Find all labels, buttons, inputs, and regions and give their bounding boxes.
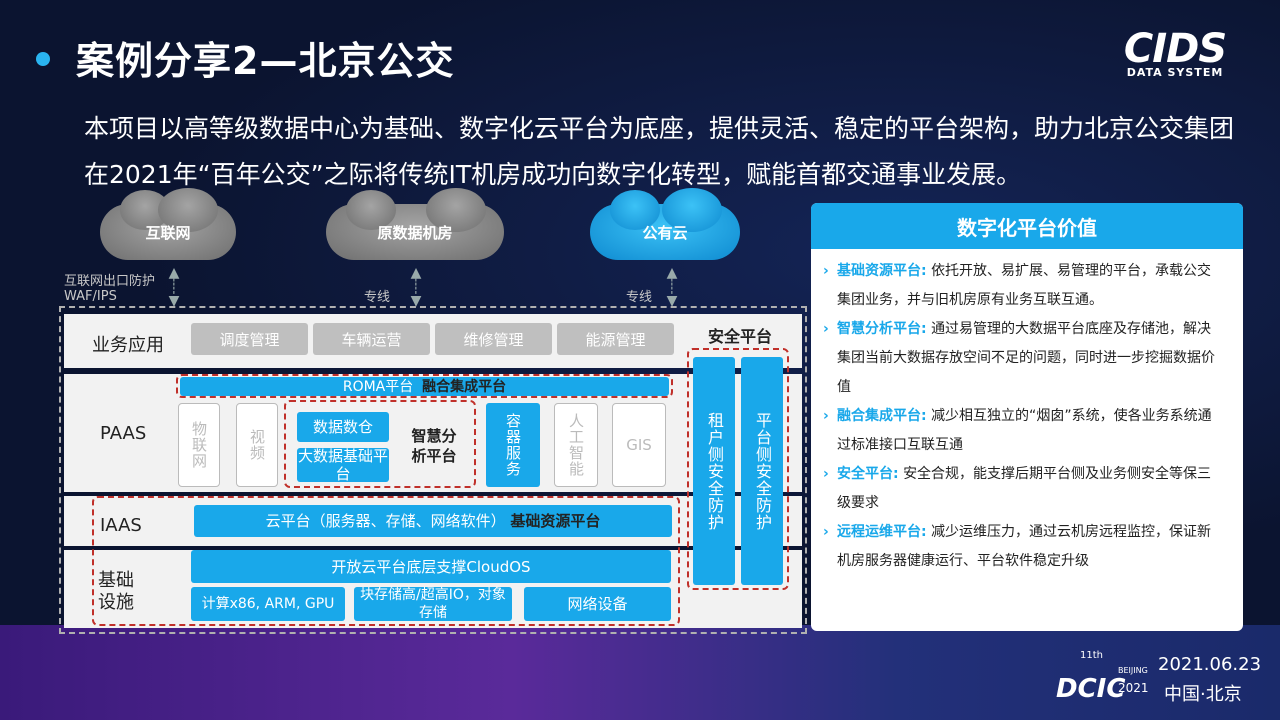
infra-storage: 块存储高/超高IO，对象存储 bbox=[354, 587, 512, 621]
double-arrow-icon: ▲┊▼ bbox=[168, 265, 180, 309]
value-item: 融合集成平台: 减少相互独立的“烟囱”系统，使各业务系统通过标准接口互联互通 bbox=[823, 402, 1225, 460]
biz-app-maintenance: 维修管理 bbox=[435, 323, 552, 355]
row-label-biz: 业务应用 bbox=[92, 335, 164, 356]
security-platform: 平台侧安全防护 bbox=[741, 357, 783, 585]
value-item: 安全平台: 安全合规，能支撑后期平台侧及业务侧安全等保三级要求 bbox=[823, 460, 1225, 518]
row-label-paas: PAAS bbox=[100, 423, 147, 444]
footer-band bbox=[0, 625, 1280, 720]
biz-app-energy: 能源管理 bbox=[557, 323, 674, 355]
iaas-cloud-platform: 云平台（服务器、存储、网络软件） 基础资源平台 bbox=[194, 505, 672, 537]
footer-date: 2021.06.23 bbox=[1158, 654, 1262, 675]
value-item: 远程运维平台: 减少运维压力，通过云机房远程监控，保证新机房服务器健康运行、平台… bbox=[823, 518, 1225, 576]
biz-app-dispatch: 调度管理 bbox=[191, 323, 308, 355]
double-arrow-icon: ▲┊▼ bbox=[410, 265, 422, 309]
value-item: 智慧分析平台: 通过易管理的大数据平台底座及存储池，解决集团当前大数据存放空间不… bbox=[823, 315, 1225, 402]
architecture-frame bbox=[59, 306, 807, 634]
paas-bigdata: 大数据基础平台 bbox=[297, 447, 389, 483]
smart-analysis-frame bbox=[284, 400, 476, 488]
security-tenant: 租户侧安全防护 bbox=[693, 357, 735, 585]
footer-place: 中国·北京 bbox=[1164, 684, 1242, 705]
value-panel-title: 数字化平台价值 bbox=[811, 203, 1243, 249]
cloud-public: 公有云 bbox=[590, 188, 740, 260]
slide-title: 案例分享2—北京公交 bbox=[76, 39, 455, 83]
infra-network: 网络设备 bbox=[524, 587, 671, 621]
base-resource-frame bbox=[92, 496, 680, 626]
roma-platform: ROMA平台 融合集成平台 bbox=[180, 377, 669, 396]
paas-gis: GIS bbox=[612, 403, 666, 487]
infra-compute: 计算x86, ARM, GPU bbox=[191, 587, 345, 621]
double-arrow-icon: ▲┊▼ bbox=[666, 265, 678, 309]
security-title: 安全平台 bbox=[707, 327, 772, 346]
cloud-origin-dc: 原数据机房 bbox=[326, 188, 504, 260]
dedicated-line-label: 专线 bbox=[626, 290, 653, 305]
title-bullet bbox=[36, 52, 50, 66]
security-frame bbox=[687, 348, 789, 590]
row-label-infra: 基础 设施 bbox=[98, 570, 134, 613]
dedicated-line-label: 专线 bbox=[364, 290, 391, 305]
paas-container: 容器服务 bbox=[486, 403, 540, 487]
row-biz bbox=[64, 314, 802, 368]
infra-cloudos: 开放云平台底层支撑CloudOS bbox=[191, 550, 671, 583]
biz-app-vehicle: 车辆运营 bbox=[313, 323, 430, 355]
dcic-logo: 11th DCIC BEIJING 2021 bbox=[1056, 650, 1149, 704]
paas-ai: 人工智能 bbox=[554, 403, 598, 487]
value-panel: 数字化平台价值 基础资源平台: 依托开放、易扩展、易管理的平台，承载公交集团业务… bbox=[811, 203, 1243, 631]
paas-data-warehouse: 数据数仓 bbox=[297, 412, 389, 442]
row-label-iaas: IAAS bbox=[100, 515, 142, 536]
cids-logo: CIDS DATA SYSTEM bbox=[1123, 26, 1227, 79]
paas-video: 视频 bbox=[236, 403, 278, 487]
paas-iot: 物联网 bbox=[178, 403, 220, 487]
roma-highlight bbox=[176, 374, 673, 398]
cloud-internet: 互联网 bbox=[100, 188, 236, 260]
value-item: 基础资源平台: 依托开放、易扩展、易管理的平台，承载公交集团业务，并与旧机房原有… bbox=[823, 257, 1225, 315]
internet-protection-label: 互联网出口防护 WAF/IPS bbox=[64, 274, 156, 304]
smart-analysis-label: 智慧分析平台 bbox=[411, 427, 457, 465]
intro-text: 本项目以高等级数据中心为基础、数字化云平台为底座，提供灵活、稳定的平台架构，助力… bbox=[84, 114, 1235, 189]
